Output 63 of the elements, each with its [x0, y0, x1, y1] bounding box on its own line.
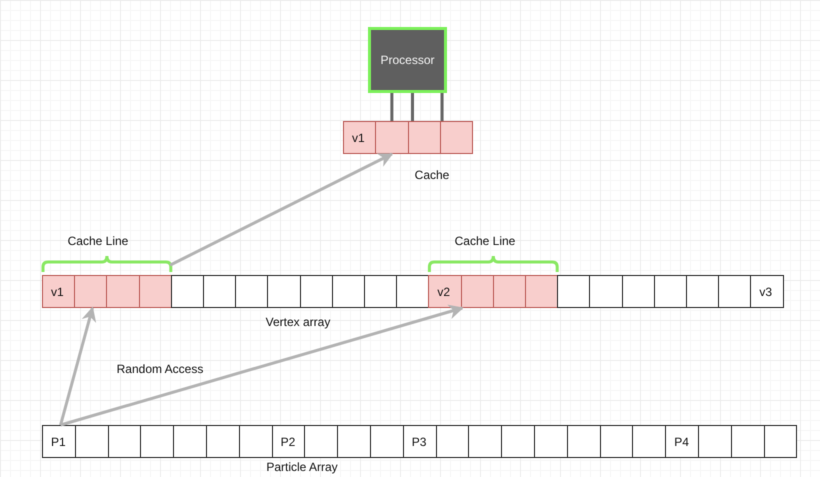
- array-caption: Vertex array: [266, 315, 330, 329]
- memory-cell: [764, 425, 798, 458]
- memory-cell: [238, 425, 273, 458]
- memory-cell: [170, 275, 204, 308]
- memory-cell: v1: [343, 121, 376, 154]
- memory-cell: [300, 275, 333, 308]
- memory-cell: [440, 121, 473, 154]
- memory-cell: [396, 275, 430, 308]
- memory-cell: [436, 425, 470, 458]
- connector-pin: [390, 93, 394, 121]
- memory-cell: [375, 121, 408, 154]
- memory-cell: P2: [272, 425, 306, 458]
- memory-cell: [408, 121, 441, 154]
- memory-cell: [304, 425, 338, 458]
- memory-cell: [267, 275, 301, 308]
- memory-cell: [138, 275, 172, 308]
- memory-cell: [332, 275, 365, 308]
- memory-cell: [534, 425, 568, 458]
- memory-cell: [203, 275, 236, 308]
- memory-cell: P1: [42, 425, 76, 458]
- memory-cell: v1: [42, 275, 76, 308]
- memory-cell: [106, 275, 140, 308]
- memory-cell: [654, 275, 687, 308]
- memory-cell: [173, 425, 207, 458]
- array-caption: Particle Array: [266, 460, 338, 474]
- memory-cell: [589, 275, 623, 308]
- arrow: [59, 306, 96, 426]
- memory-cell: v3: [750, 275, 784, 308]
- memory-cell: [730, 425, 765, 458]
- memory-cell: [622, 275, 655, 308]
- memory-cell: [557, 275, 590, 308]
- memory-cell: [468, 425, 502, 458]
- array-caption: Cache: [414, 168, 450, 182]
- processor-box: Processor: [368, 27, 447, 93]
- annotation-text: Random Access: [116, 362, 204, 376]
- arrow: [60, 304, 464, 426]
- connector-pin: [440, 93, 444, 121]
- memory-cell: [460, 275, 494, 308]
- connector-pin: [411, 93, 414, 121]
- memory-cell: [698, 425, 732, 458]
- memory-cell: P4: [665, 425, 699, 458]
- group-label: Cache Line: [454, 234, 516, 248]
- memory-cell: [206, 425, 240, 458]
- memory-cell: [632, 425, 666, 458]
- memory-cell: [235, 275, 268, 308]
- memory-cell: [74, 275, 108, 308]
- arrow: [169, 152, 394, 266]
- memory-cell: [140, 425, 174, 458]
- memory-cell: [337, 425, 371, 458]
- memory-cell: [108, 425, 142, 458]
- memory-cell: [501, 425, 535, 458]
- memory-cell: [364, 275, 398, 308]
- memory-cell: P3: [402, 425, 437, 458]
- memory-cell: [718, 275, 752, 308]
- memory-cell: [370, 425, 404, 458]
- memory-cell: [492, 275, 526, 308]
- memory-cell: v2: [428, 275, 462, 308]
- group-label: Cache Line: [68, 234, 128, 248]
- memory-cell: [566, 425, 601, 458]
- memory-cell: [686, 275, 720, 308]
- memory-cell: [600, 425, 634, 458]
- memory-cell: [74, 425, 109, 458]
- memory-cell: [525, 275, 558, 308]
